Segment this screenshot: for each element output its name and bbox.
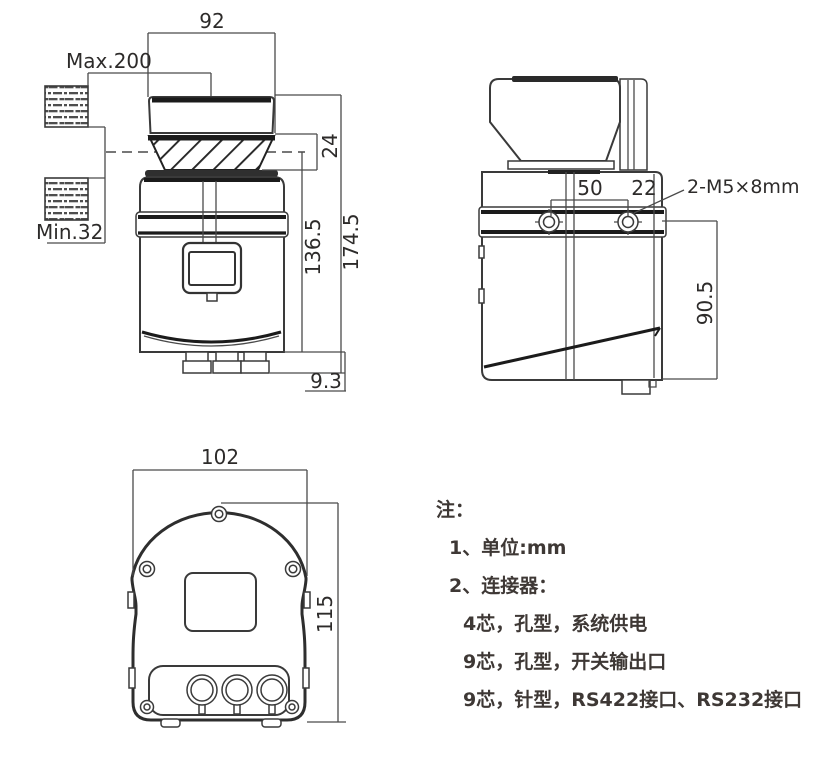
scan-window bbox=[147, 135, 276, 171]
cap-base-plate bbox=[507, 160, 615, 170]
connector-ports bbox=[186, 674, 288, 715]
case-screw-right bbox=[284, 560, 302, 578]
window-base-disc bbox=[145, 170, 278, 177]
front-view: 92 Max.200 Min.32 bbox=[36, 9, 363, 393]
dim-label-9-3: 9.3 bbox=[310, 369, 342, 393]
connector-panel bbox=[148, 665, 290, 716]
left-notch-1 bbox=[478, 245, 485, 259]
case-screw-left bbox=[138, 560, 156, 578]
left-bump-1 bbox=[127, 591, 135, 609]
mount-screw-right bbox=[614, 209, 642, 235]
mount-band-side bbox=[478, 206, 667, 238]
dim-label-24: 24 bbox=[318, 133, 342, 158]
body-panel-lines bbox=[565, 172, 655, 380]
note-unit: 1、单位:mm bbox=[449, 537, 567, 559]
side-view: 50 22 2-M5×8mm 90.5 bbox=[478, 76, 799, 395]
screw-spec-leader bbox=[633, 189, 685, 214]
left-notch-2 bbox=[478, 288, 485, 304]
bottom-tab-left bbox=[160, 718, 181, 728]
dim-label-max200: Max.200 bbox=[66, 49, 152, 73]
dim-line-50-22 bbox=[550, 199, 629, 216]
case-screw-top bbox=[210, 505, 228, 523]
right-bump-2 bbox=[302, 667, 310, 689]
dim-label-136-5: 136.5 bbox=[301, 218, 325, 275]
dim-line-90-5 bbox=[662, 220, 718, 380]
connector-stubs-front bbox=[182, 351, 270, 374]
dim-label-115: 115 bbox=[313, 595, 337, 633]
diagonal-line-end bbox=[654, 327, 661, 337]
dim-line-174-5 bbox=[275, 94, 342, 373]
diagonal-line bbox=[483, 326, 661, 369]
note-connectors: 2、连接器： bbox=[449, 575, 558, 597]
bottom-view: 102 115 bbox=[127, 445, 346, 728]
dim-line-115 bbox=[221, 502, 346, 723]
notes-title: 注： bbox=[436, 499, 475, 521]
bottom-window bbox=[184, 572, 257, 632]
corner-screw-left bbox=[139, 699, 155, 715]
sensor-cap-front bbox=[147, 96, 276, 134]
min-clearance-block bbox=[44, 177, 89, 221]
display-screen bbox=[188, 251, 236, 286]
dim-line-92 bbox=[147, 32, 276, 133]
dim-label-102: 102 bbox=[201, 445, 239, 469]
dim-label-174-5: 174.5 bbox=[339, 213, 363, 270]
right-bump-1 bbox=[303, 591, 311, 609]
dim-label-min32: Min.32 bbox=[36, 220, 103, 244]
cap-tower-lines bbox=[627, 80, 635, 170]
notes-block: 注： 1、单位:mm 2、连接器： 4芯，孔型，系统供电 9芯，孔型，开关输出口… bbox=[436, 491, 802, 719]
left-bump-2 bbox=[128, 667, 136, 689]
sensor-cap-side bbox=[489, 78, 621, 162]
base-arc bbox=[141, 330, 282, 344]
bottom-foot bbox=[621, 379, 651, 395]
center-column-lines bbox=[202, 181, 217, 243]
note-connector-power: 4芯，孔型，系统供电 bbox=[463, 613, 648, 635]
dim-line-24 bbox=[262, 133, 318, 171]
bottom-foot-step bbox=[648, 380, 657, 388]
dim-label-50: 50 bbox=[577, 176, 602, 200]
corner-screw-right bbox=[284, 699, 300, 715]
cap-top-band bbox=[512, 76, 618, 82]
note-connector-serial: 9芯，针型，RS422接口、RS232接口 bbox=[463, 689, 803, 711]
dim-label-90-5: 90.5 bbox=[693, 281, 717, 326]
mount-screw-left bbox=[535, 209, 563, 235]
dim-label-92: 92 bbox=[199, 9, 224, 33]
display-tab bbox=[206, 292, 218, 302]
dim-line-102 bbox=[132, 469, 308, 576]
base-arc-shadow bbox=[143, 335, 280, 347]
bottom-tab-right bbox=[261, 718, 282, 728]
dim-line-9-3 bbox=[270, 351, 346, 392]
dim-label-22: 22 bbox=[631, 176, 656, 200]
clearance-leader-lines bbox=[47, 72, 212, 244]
dim-label-screw-spec: 2-M5×8mm bbox=[687, 176, 799, 198]
max-clearance-block bbox=[44, 85, 89, 128]
note-connector-switch: 9芯，孔型，开关输出口 bbox=[463, 651, 667, 673]
